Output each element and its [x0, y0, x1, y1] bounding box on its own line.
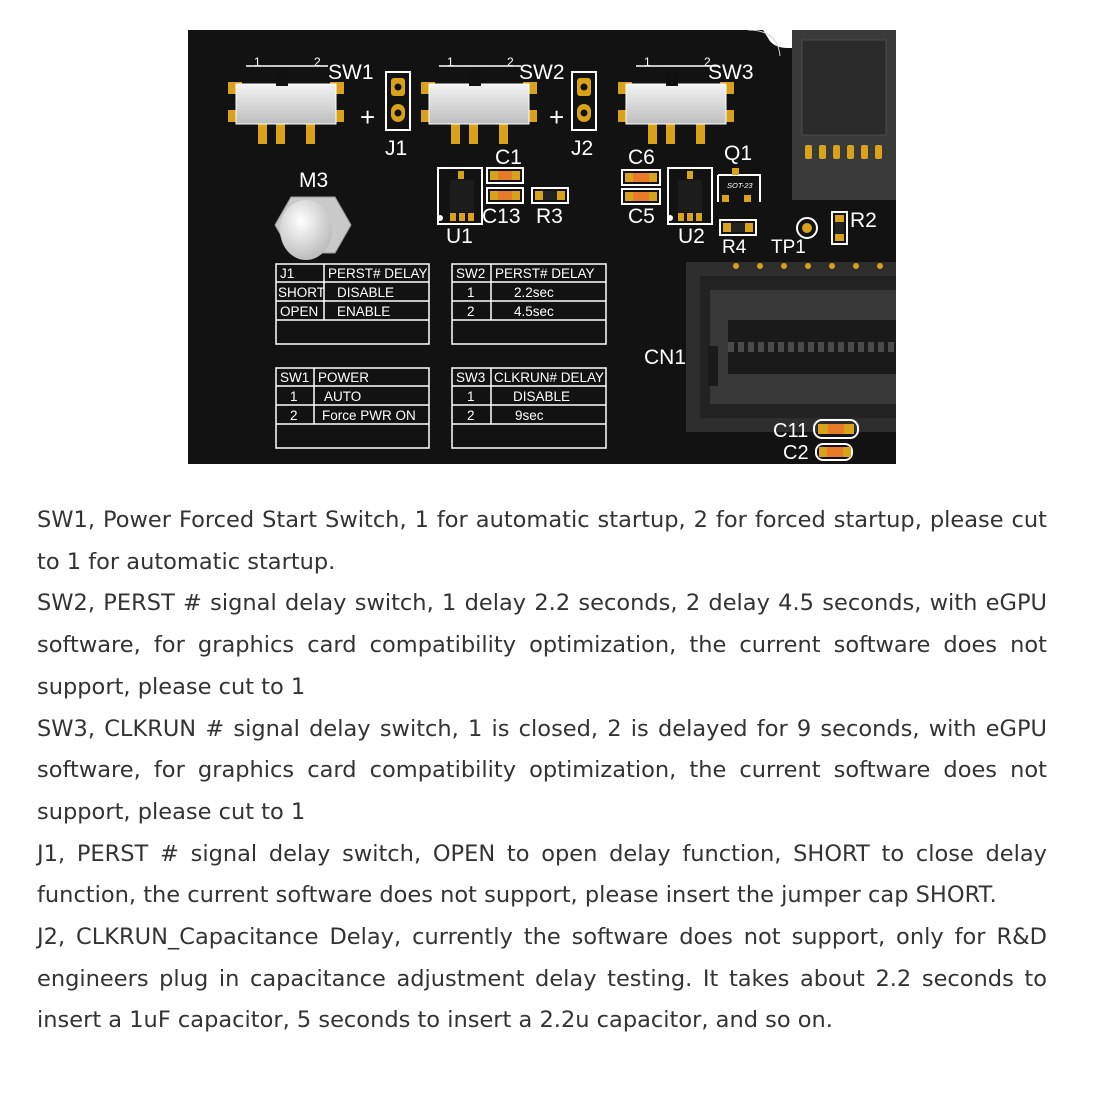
table-sw3-cell-0-0: 1 — [467, 389, 475, 404]
c11-label: C11 — [773, 420, 808, 442]
m3-label: M3 — [299, 169, 328, 192]
j1-label: J1 — [385, 137, 407, 160]
capacitor-c1 — [486, 167, 524, 184]
table-j1-cell-0-0: SHORT — [278, 285, 325, 300]
capacitor-c5 — [621, 188, 661, 205]
sot23-label: SOT-23 — [727, 181, 753, 190]
sw3-pin1-label: 1 — [644, 55, 651, 69]
top-connector — [792, 30, 896, 200]
table-sw1-cell-0-1: AUTO — [324, 389, 361, 404]
table-sw1-header-0: SW1 — [280, 370, 309, 385]
table-sw3-cell-1-0: 2 — [467, 408, 475, 423]
sw3-pin2-label: 2 — [704, 55, 711, 69]
table-j1-header-0: J1 — [280, 266, 294, 281]
r4-label: R4 — [722, 237, 747, 258]
sw2-pin2-label: 2 — [507, 55, 514, 69]
description-sw1: SW1, Power Forced Start Switch, 1 for au… — [37, 507, 1047, 575]
table-sw1-cell-1-0: 2 — [290, 408, 298, 423]
table-sw1-cell-1-1: Force PWR ON — [322, 408, 416, 423]
capacitor-c11 — [813, 419, 859, 439]
table-sw2-cell-0-0: 1 — [467, 285, 475, 300]
table-sw3-header-1: CLKRUN# DELAY — [494, 370, 604, 385]
r2-label: R2 — [850, 209, 877, 232]
c5-label: C5 — [628, 205, 655, 228]
transistor-q1 — [717, 168, 761, 202]
table-j1-cell-0-1: DISABLE — [337, 285, 394, 300]
table-sw3-header-0: SW3 — [456, 370, 485, 385]
u1-label: U1 — [446, 225, 473, 248]
table-sw3-cell-0-1: DISABLE — [513, 389, 570, 404]
c13-label: C13 — [482, 205, 521, 228]
standoff-m3 — [274, 196, 352, 260]
chip-u2 — [667, 167, 713, 225]
table-j1-cell-1-1: ENABLE — [337, 304, 390, 319]
c6-label: C6 — [628, 146, 655, 169]
description-j2: J2, CLKRUN_Capacitance Delay, currently … — [37, 924, 1047, 1034]
table-sw1-power: SW1 POWER 1 AUTO 2 Force PWR ON — [275, 367, 430, 449]
switch-sw3 — [618, 65, 734, 144]
table-sw1-cell-0-0: 1 — [290, 389, 298, 404]
table-sw2-perst-delay: SW2 PERST# DELAY 1 2.2sec 2 4.5sec — [451, 263, 607, 345]
tp1-label: TP1 — [771, 237, 806, 258]
c1-label: C1 — [495, 146, 522, 169]
j2-label: J2 — [571, 137, 593, 160]
table-sw2-cell-1-0: 2 — [467, 304, 475, 319]
sw3-label: SW3 — [708, 61, 754, 84]
table-sw2-header-1: PERST# DELAY — [495, 266, 595, 281]
table-sw3-cell-1-1: 9sec — [515, 408, 544, 423]
description-text: SW1, Power Forced Start Switch, 1 for au… — [37, 500, 1047, 1042]
connector-cn1 — [686, 262, 896, 432]
c2-label: C2 — [783, 442, 809, 464]
capacitor-c6 — [621, 169, 661, 186]
sw1-pin2-label: 2 — [314, 55, 321, 69]
table-sw1-header-1: POWER — [318, 370, 369, 385]
description-sw2: SW2, PERST # signal delay switch, 1 dela… — [37, 590, 1047, 700]
table-j1-perst-delay: J1 PERST# DELAY SHORT DISABLE OPEN ENABL… — [275, 263, 430, 345]
r3-label: R3 — [536, 205, 563, 228]
resistor-r2 — [831, 211, 848, 245]
jumper-j1 — [385, 71, 411, 131]
chip-u1 — [437, 167, 483, 225]
sw2-pin1-label: 1 — [447, 55, 454, 69]
resistor-r3 — [531, 187, 569, 204]
table-sw2-header-0: SW2 — [456, 266, 485, 281]
cn1-label: CN1 — [644, 346, 686, 369]
table-sw3-clkrun-delay: SW3 CLKRUN# DELAY 1 DISABLE 2 9sec — [451, 367, 607, 449]
capacitor-c2 — [815, 443, 853, 461]
table-j1-header-1: PERST# DELAY — [328, 266, 428, 281]
switch-sw1 — [228, 65, 344, 144]
resistor-r4 — [719, 219, 757, 236]
sw1-pin1-label: 1 — [254, 55, 261, 69]
jumper-j2 — [571, 71, 597, 131]
j1-plus-label: + — [360, 102, 375, 132]
switch-sw2 — [421, 65, 537, 144]
table-sw2-cell-0-1: 2.2sec — [514, 285, 554, 300]
description-j1: J1, PERST # signal delay switch, OPEN to… — [37, 840, 1047, 909]
j2-plus-label: + — [549, 102, 564, 132]
u2-label: U2 — [678, 225, 705, 248]
testpoint-tp1 — [796, 217, 818, 239]
sw2-label: SW2 — [519, 61, 565, 84]
description-sw3: SW3, CLKRUN # signal delay switch, 1 is … — [37, 715, 1047, 825]
q1-label: Q1 — [724, 142, 752, 165]
sw1-label: SW1 — [328, 61, 374, 84]
pcb-board-image: 1 2 SW1 1 2 SW2 1 2 SW3 + J1 + J2 M3 U1 … — [188, 30, 896, 464]
table-j1-cell-1-0: OPEN — [280, 304, 318, 319]
table-sw2-cell-1-1: 4.5sec — [514, 304, 554, 319]
capacitor-c13 — [486, 187, 524, 204]
